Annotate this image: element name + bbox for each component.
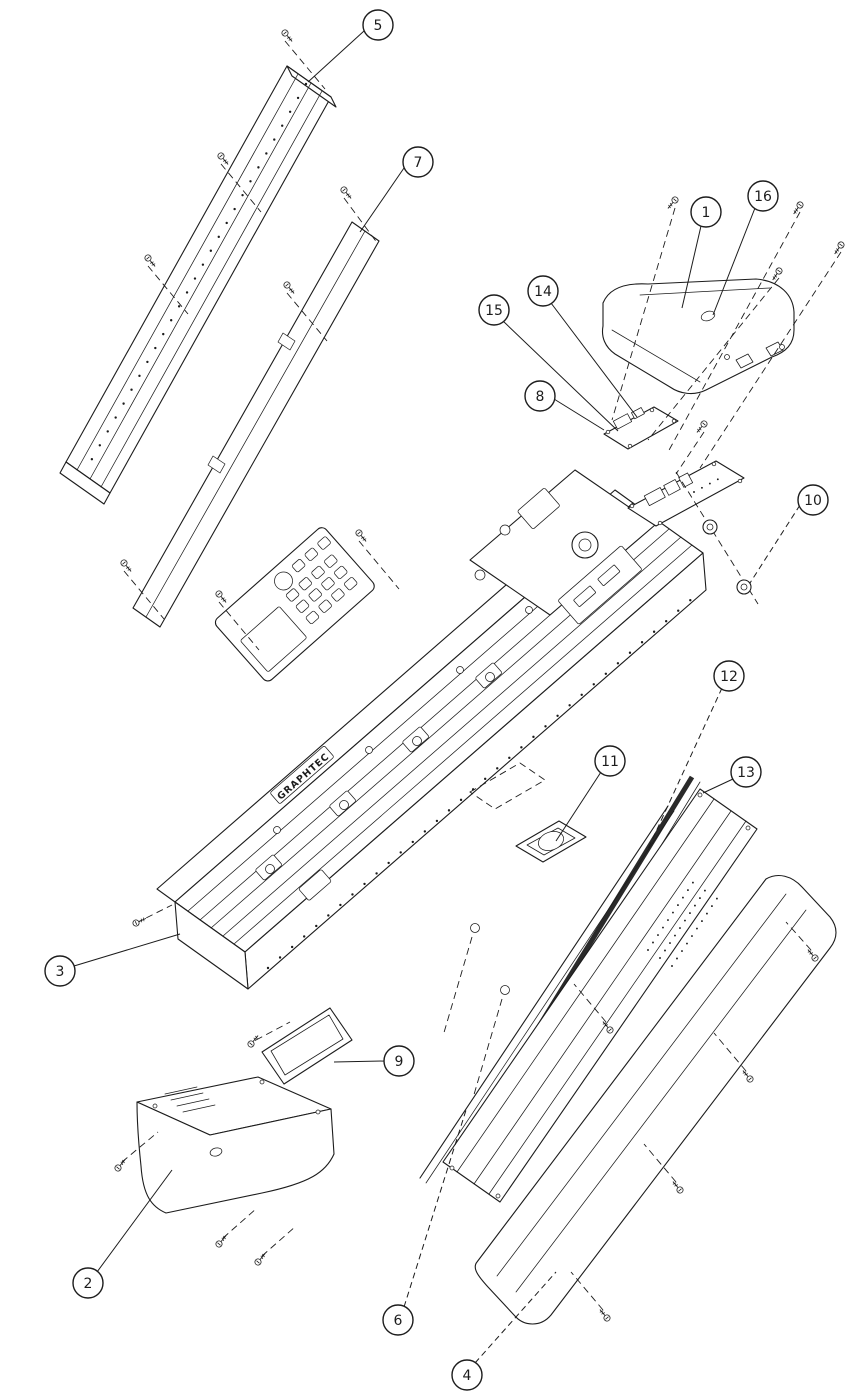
- callout-balloon-2: 2: [72, 1169, 173, 1299]
- leader-line: [333, 1060, 386, 1063]
- callout-balloon-7: 7: [359, 146, 434, 233]
- leader-line: [550, 302, 638, 418]
- callout-number: 16: [754, 189, 772, 205]
- callout-number: 6: [394, 1313, 403, 1329]
- callout-balloon-6: 6: [382, 1106, 468, 1336]
- grit-roller: [365, 746, 373, 754]
- leader-line: [474, 1271, 557, 1364]
- hole-grid: [659, 885, 709, 959]
- cover-foot: [765, 341, 784, 357]
- cover-foot: [735, 353, 754, 369]
- leader-line: [553, 398, 605, 431]
- callout-number: 12: [720, 669, 738, 685]
- callout-balloon-15: 15: [478, 294, 619, 432]
- part-7-rear-panel: [132, 221, 380, 628]
- side-plate: [558, 545, 642, 625]
- callout-balloon-8: 8: [524, 380, 605, 431]
- grit-roller: [525, 606, 533, 614]
- keypad: [285, 536, 358, 625]
- power-button: [274, 571, 293, 591]
- chassis-left-end: [174, 901, 249, 990]
- leader-line: [359, 167, 405, 233]
- grit-roller: [273, 826, 281, 834]
- callout-number: 2: [84, 1276, 93, 1292]
- callout-balloon-14: 14: [527, 275, 638, 418]
- lcd-screen: [240, 606, 307, 672]
- callout-number: 13: [737, 765, 755, 781]
- pinch-roller: [255, 854, 282, 881]
- callout-number: 7: [414, 155, 423, 171]
- carriage-body: [517, 488, 560, 529]
- callout-number: 11: [601, 754, 619, 770]
- part-2-left-side-cover: [136, 1076, 335, 1214]
- explosion-axis-lines: [121, 40, 842, 1311]
- part-9-tray: [261, 1007, 353, 1085]
- drive-motor: [298, 869, 332, 901]
- panel-slot: [277, 332, 296, 351]
- tool-carriage-assembly: [469, 469, 656, 625]
- callout-number: 9: [395, 1054, 404, 1070]
- leader-line: [555, 771, 602, 842]
- part-11-mount-outline: [469, 762, 546, 810]
- callout-balloon-1: 1: [681, 196, 722, 309]
- callout-balloon-16: 16: [712, 180, 779, 316]
- callout-balloon-12: 12: [647, 660, 745, 850]
- leader-line: [307, 30, 365, 83]
- main-board: [627, 460, 745, 527]
- callout-number: 5: [374, 18, 383, 34]
- callout-balloon-11: 11: [555, 745, 626, 842]
- leader-line: [702, 778, 734, 794]
- callout-number: 4: [463, 1368, 472, 1384]
- panel-slot: [207, 455, 226, 474]
- callout-number: 1: [702, 205, 711, 221]
- callout-number: 3: [56, 964, 65, 980]
- part-4-front-cover: [474, 875, 837, 1325]
- control-panel: [214, 527, 375, 682]
- part-11-bracket: [515, 820, 587, 863]
- callout-balloon-4: 4: [451, 1271, 557, 1391]
- callout-number: 8: [536, 389, 545, 405]
- pinch-roller: [402, 726, 429, 753]
- callout-balloon-5: 5: [307, 9, 394, 83]
- part-10-bushings: [702, 519, 752, 595]
- part-5-rear-rail-cover: [59, 65, 337, 505]
- callout-balloon-9: 9: [333, 1045, 415, 1077]
- pcb-bracket-small: [603, 406, 679, 450]
- hole-grid: [671, 893, 721, 967]
- leader-line: [502, 320, 619, 432]
- part-13-front-rail: [442, 788, 758, 1203]
- leader-line: [749, 504, 801, 584]
- leader-line: [96, 1169, 173, 1273]
- part-1-right-side-cover: [601, 278, 795, 395]
- pinch-roller: [329, 790, 356, 817]
- grit-roller: [456, 666, 464, 674]
- callout-number: 15: [485, 303, 503, 319]
- ground-posts: [442, 923, 510, 1099]
- cover-screw-hole: [209, 1147, 223, 1157]
- callout-balloon-3: 3: [44, 933, 181, 987]
- part-6-media-guide: [419, 805, 675, 1184]
- leader-line: [681, 225, 702, 309]
- hole-grid: [647, 877, 697, 951]
- leader-line: [712, 207, 756, 316]
- callout-balloon-10: 10: [749, 484, 829, 584]
- callout-number: 10: [804, 493, 822, 509]
- leader-line: [403, 1106, 468, 1308]
- leader-line: [73, 933, 181, 967]
- callout-balloon-13: 13: [702, 756, 762, 794]
- pinch-roller: [475, 662, 502, 689]
- callout-number: 14: [534, 284, 552, 300]
- part-16-screw-hole: [700, 310, 716, 322]
